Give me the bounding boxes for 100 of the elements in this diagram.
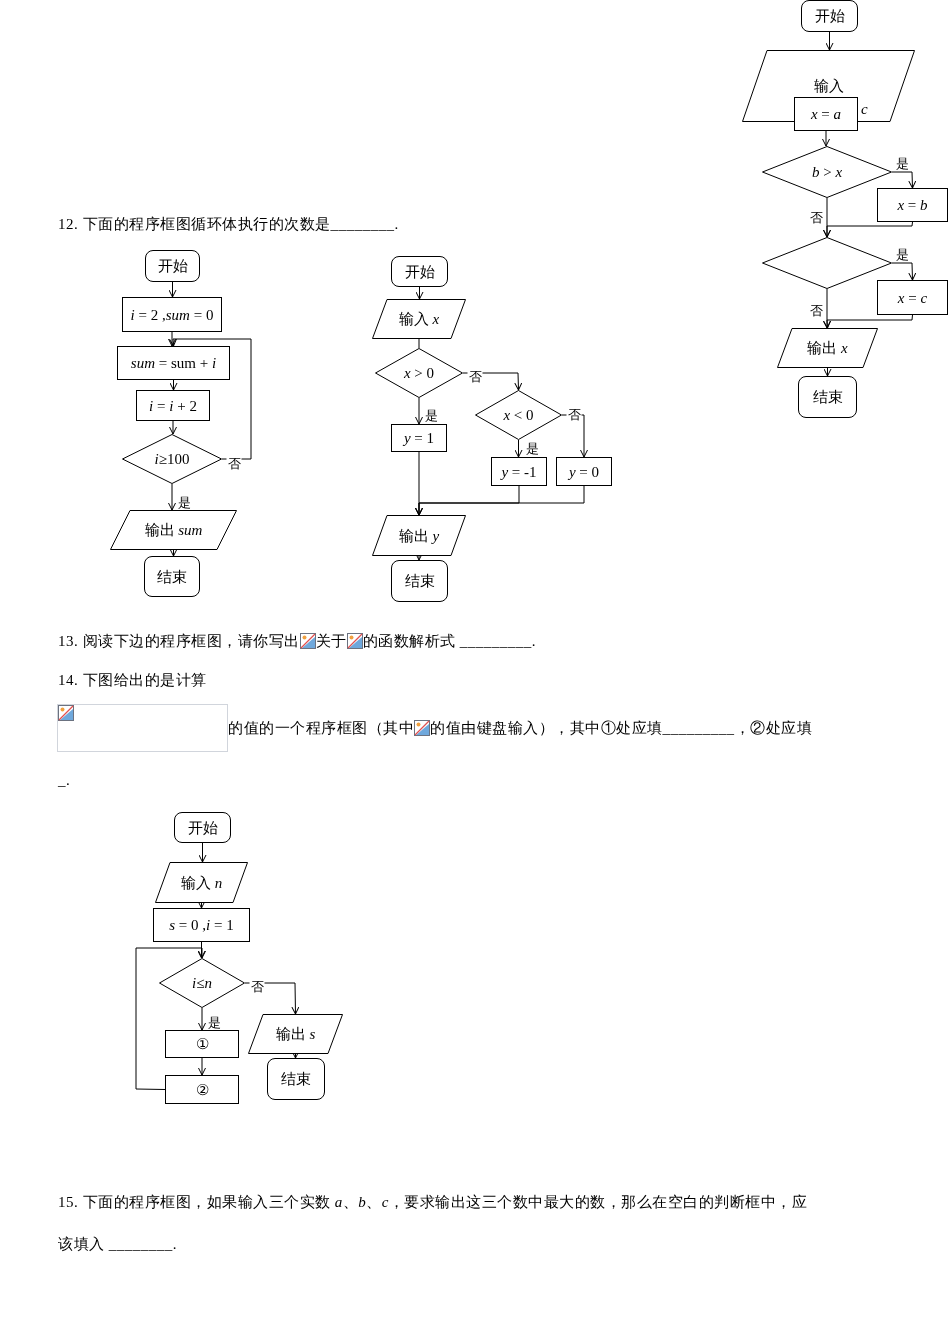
edge-label: 否	[808, 211, 824, 225]
process-box	[491, 457, 547, 486]
flow-arrow	[823, 314, 913, 329]
flowchart-text: 开始	[187, 818, 218, 837]
flowchart-text: i≥100	[154, 450, 190, 468]
question-text: _.	[58, 771, 71, 790]
edge-label: 否	[467, 370, 483, 384]
flowchart-text: x < 0	[503, 406, 534, 424]
process-box	[136, 390, 210, 421]
flowchart-text: y = 0	[568, 462, 600, 481]
question-text: 13. 阅读下边的程序框图，请你写出	[58, 632, 300, 651]
decision-diamond	[762, 146, 892, 198]
flow-arrow	[169, 548, 178, 557]
terminal-box	[798, 376, 857, 418]
flowchart-text: i≤n	[192, 974, 212, 992]
flowchart-text: x = c	[897, 288, 928, 307]
flow-arrow	[415, 485, 585, 516]
flowchart-text: s = 0 ,i = 1	[169, 916, 234, 934]
flowchart-text: 输入 x	[398, 310, 440, 328]
flowchart-text: x = b	[897, 196, 928, 214]
io-parallelogram	[248, 1014, 343, 1054]
terminal-box	[391, 560, 448, 602]
process-box	[556, 457, 612, 486]
flow-arrow	[823, 197, 831, 238]
io-parallelogram	[372, 515, 466, 556]
question-text: c	[861, 100, 869, 119]
process-box	[794, 97, 858, 131]
flow-arrow	[462, 372, 523, 391]
flow-arrow	[198, 1007, 206, 1031]
flowchart-text: x > 0	[403, 364, 435, 382]
decision-diamond	[159, 958, 245, 1008]
flowchart-text: y = 1	[403, 429, 435, 447]
io-parallelogram	[110, 510, 237, 550]
terminal-box	[144, 556, 200, 597]
edge-label: 是	[176, 496, 192, 510]
flowchart-text: ①	[195, 1035, 209, 1053]
flowchart-text: 开始	[814, 7, 845, 25]
edge-label: 是	[894, 157, 910, 171]
decision-diamond	[122, 434, 222, 484]
edge-label: 是	[206, 1016, 222, 1030]
edge-label: 是	[423, 409, 439, 423]
process-box	[153, 908, 250, 942]
flow-arrow	[169, 338, 252, 460]
flowchart-text: 开始	[157, 257, 188, 275]
terminal-box	[174, 812, 231, 843]
flowchart-text: sum = sum + i	[130, 354, 217, 372]
flow-arrow	[168, 281, 177, 298]
flow-arrow	[825, 31, 834, 51]
edge-label: 否	[226, 457, 242, 471]
flowchart-text: ②	[195, 1080, 209, 1099]
flowchart-text: 输入 n	[180, 873, 223, 892]
flowchart-text: i = 2 ,sum = 0	[130, 305, 214, 324]
io-parallelogram	[777, 328, 878, 368]
flow-line	[418, 338, 420, 349]
flow-arrow	[168, 331, 176, 347]
flowchart-text: 输出 s	[275, 1025, 316, 1043]
question-text: 该填入 ________.	[58, 1235, 177, 1254]
flow-arrow	[822, 130, 830, 147]
flowchart-text: 结束	[404, 572, 435, 590]
process-box	[877, 280, 948, 315]
terminal-box	[391, 256, 448, 287]
flow-arrow	[169, 420, 177, 435]
flow-arrow	[891, 171, 917, 189]
edge-label: 是	[894, 248, 910, 262]
flow-arrow	[168, 483, 176, 511]
question-text: 的值的一个程序框图（其中	[228, 719, 414, 738]
flow-arrow	[415, 397, 423, 425]
flowchart-text: 输出 y	[398, 526, 440, 545]
io-parallelogram	[372, 299, 466, 339]
flow-arrow	[514, 439, 523, 458]
flowchart-text: y = -1	[501, 462, 537, 481]
process-box	[165, 1075, 239, 1104]
flowchart-text: 输出 sum	[144, 521, 203, 539]
question-text: 14. 下图给出的是计算	[58, 671, 207, 690]
io-parallelogram	[155, 862, 248, 903]
question-text: 12. 下面的程序框图循环体执行的次数是________.	[58, 215, 399, 234]
flow-arrow	[169, 379, 178, 391]
terminal-box	[267, 1058, 325, 1100]
flowchart-text: i = i + 2	[149, 396, 197, 415]
edge-label: 否	[808, 304, 824, 318]
flowchart-text: 输入	[813, 77, 844, 95]
flow-arrow	[823, 288, 831, 329]
flowchart-text: 输出 x	[807, 339, 848, 357]
process-box	[117, 346, 230, 380]
terminal-box	[801, 0, 858, 32]
flow-arrow	[823, 367, 832, 377]
edge-label: 否	[249, 980, 265, 994]
flowchart-text: 结束	[812, 388, 843, 406]
flow-arrow	[198, 1057, 206, 1076]
decision-diamond	[475, 390, 562, 440]
flow-arrow	[891, 262, 917, 281]
flowchart-text: b > x	[811, 163, 843, 181]
flowchart-text: x = a	[810, 105, 842, 123]
flowchart-text: 结束	[157, 567, 187, 586]
flow-arrow	[197, 941, 206, 959]
process-box	[391, 424, 447, 452]
question-text: 关于	[315, 632, 347, 651]
edge-label: 否	[566, 408, 582, 422]
terminal-box	[145, 250, 200, 282]
flow-arrow	[244, 982, 300, 1015]
